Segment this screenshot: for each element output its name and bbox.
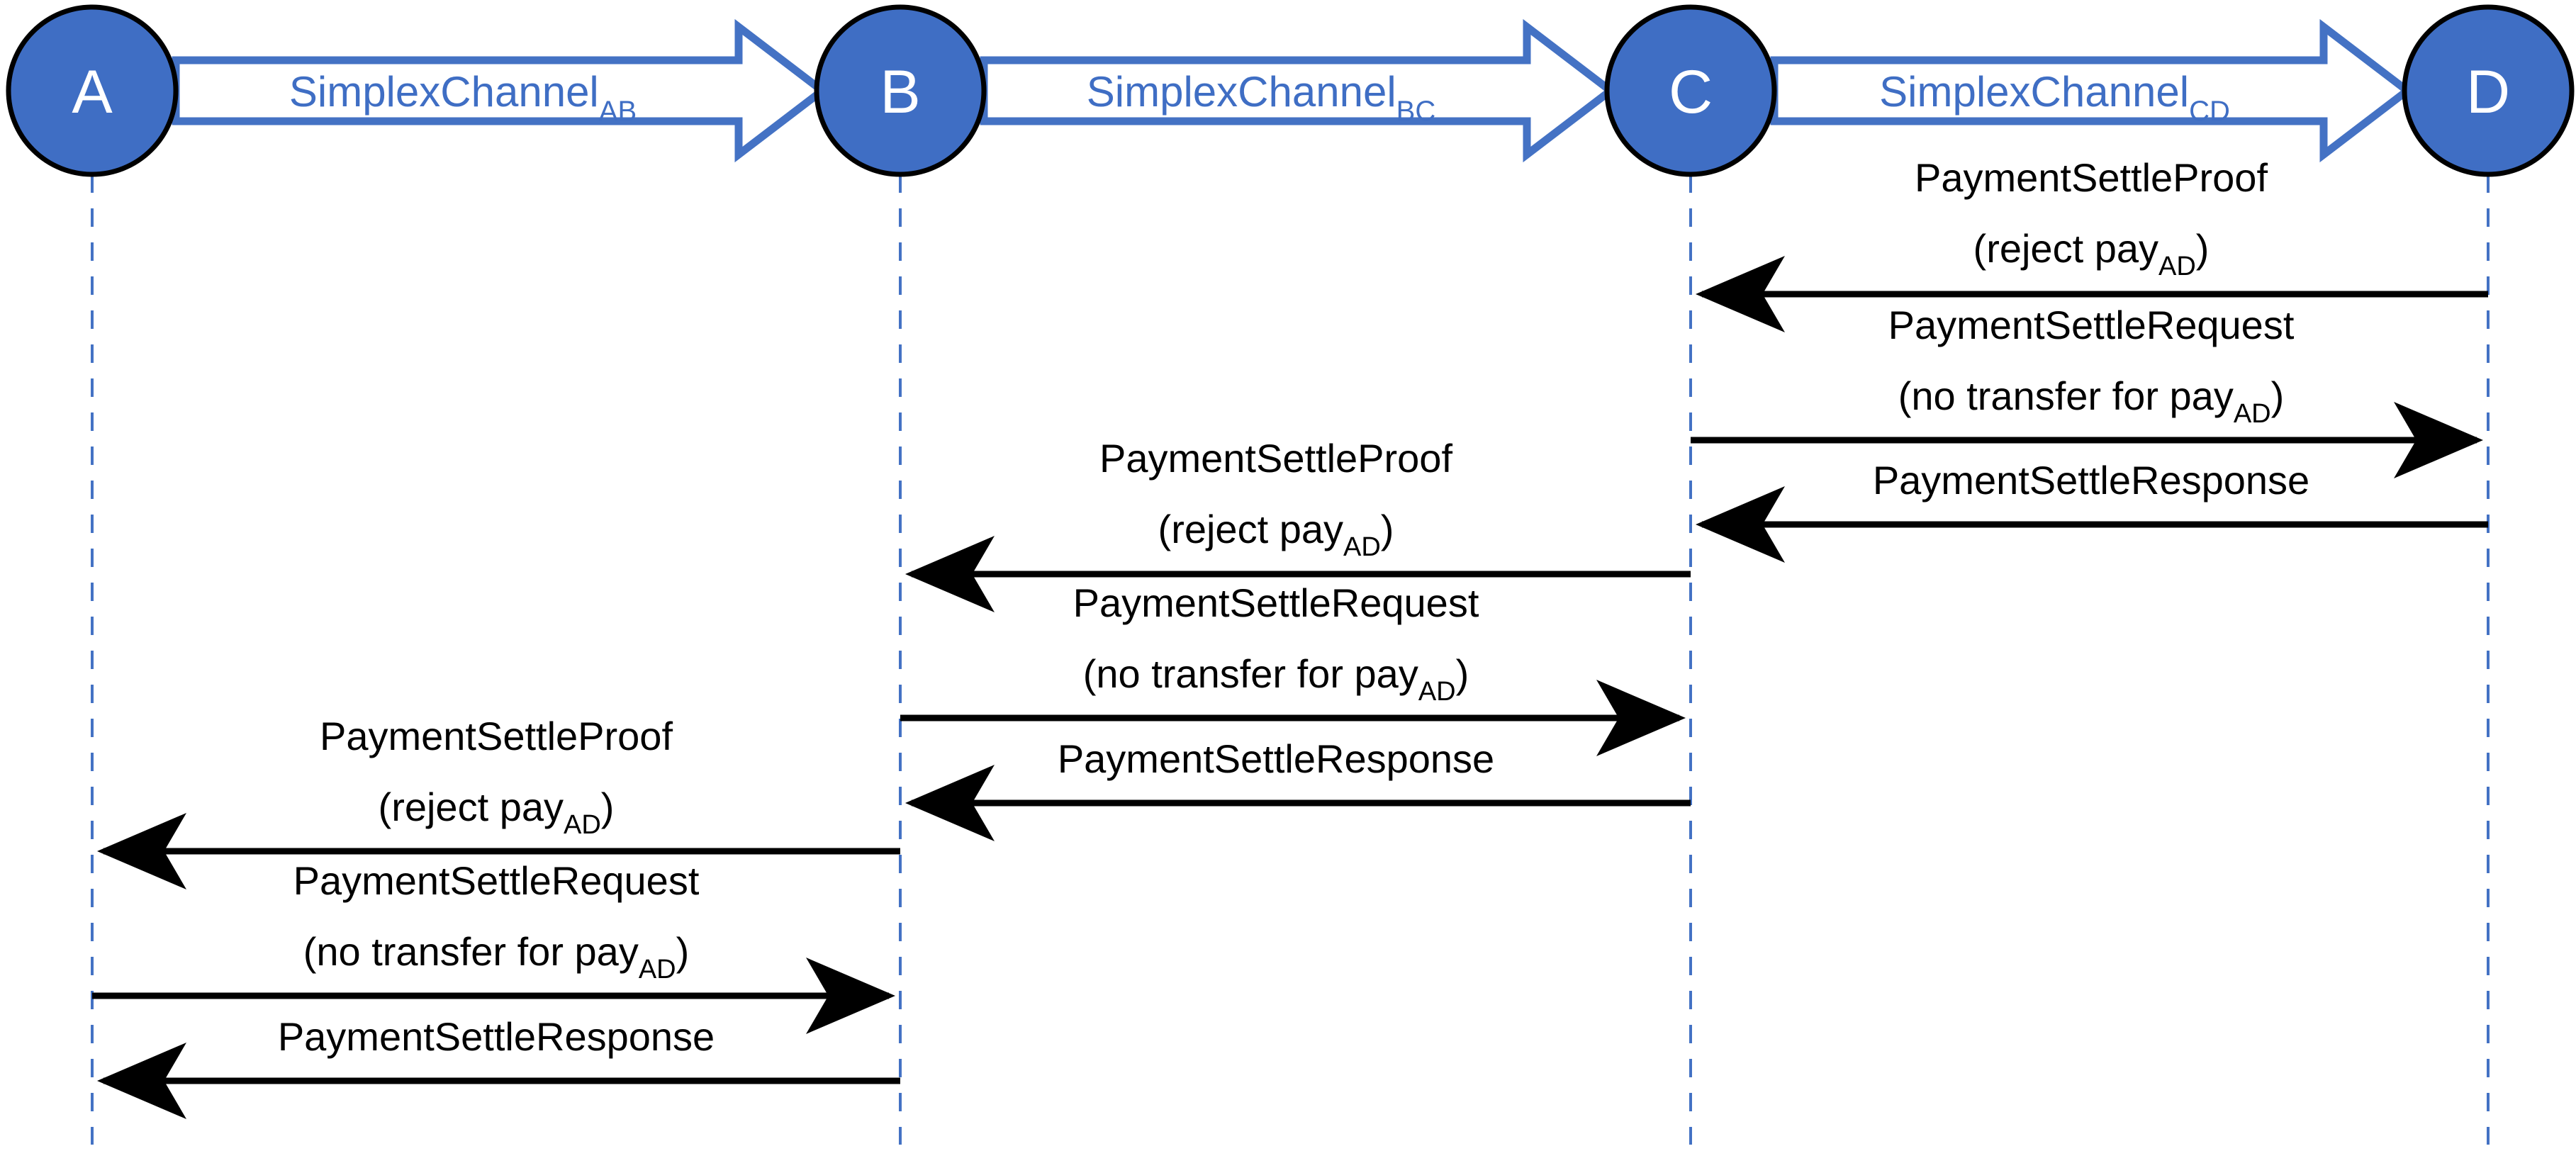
node-a[interactable]: A [6,4,179,177]
channel-arrow-ch-bc: SimplexChannelBC [980,18,1618,163]
node-label: B [880,58,920,126]
message-label-suffix: ) [676,929,690,974]
message-label-suffix: ) [1456,651,1469,696]
message-m3: PaymentSettleResponse [1696,458,2488,563]
node-c[interactable]: C [1604,4,1777,177]
message-label-line: PaymentSettleResponse [1873,458,2309,502]
message-label-subscript: AD [2158,252,2196,281]
channel-arrow-ch-ab: SimplexChannelAB [172,18,829,163]
channel-label-subscript: CD [2189,96,2230,127]
message-label-line: (no transfer for payAD) [1898,374,2285,429]
message-label-line: (reject payAD) [1973,226,2210,281]
node-label: A [72,58,113,126]
message-m9: PaymentSettleResponse [97,1014,900,1119]
message-m4: PaymentSettleProof (reject payAD) [905,436,1691,612]
message-label-subscript: AD [1343,532,1381,562]
message-m7: PaymentSettleProof (reject payAD) [97,714,900,889]
message-label-line: PaymentSettleRequest [1073,580,1479,625]
message-label-subscript: AD [639,955,676,984]
message-label-subscript: AD [1418,677,1456,707]
node-d[interactable]: D [2402,4,2575,177]
message-m8: PaymentSettleRequest (no transfer for pay… [92,858,895,1034]
message-label-subscript: AD [564,810,601,840]
message-label-suffix: ) [2271,374,2285,418]
channel-arrow-shape [172,18,829,163]
node-circle[interactable] [2402,4,2575,177]
channel-label-subscript: AB [599,96,637,127]
node-b[interactable]: B [814,4,987,177]
message-label-line: PaymentSettleProof [1099,436,1452,481]
message-m6: PaymentSettleResponse [905,736,1691,841]
channel-arrow-shape [980,18,1618,163]
message-m1: PaymentSettleProof (reject payAD) [1696,155,2488,332]
messages-group: PaymentSettleProof(reject payAD)PaymentS… [92,155,2488,1119]
channels-group: SimplexChannelAB SimplexChannelBC SimplexC… [172,18,2414,163]
message-label-line: PaymentSettleProof [1915,155,2268,200]
message-label-line: PaymentSettleResponse [278,1014,715,1059]
message-m5: PaymentSettleRequest (no transfer for pay… [900,580,1686,756]
message-label-suffix: ) [601,785,615,829]
node-circle[interactable] [6,4,179,177]
channel-arrow-ch-cd: SimplexChannelCD [1770,18,2414,163]
message-label-line: (no transfer for payAD) [303,929,690,984]
message-m2: PaymentSettleRequest (no transfer for pay… [1691,303,2483,478]
message-label-suffix: ) [1381,507,1394,551]
message-label-suffix: ) [2196,226,2210,271]
message-label-line: (reject payAD) [1158,507,1394,562]
message-label-line: (reject payAD) [379,785,615,840]
message-label-line: PaymentSettleRequest [1888,303,2295,347]
node-circle[interactable] [1604,4,1777,177]
node-label: C [1669,58,1713,126]
lifelines-group [91,174,2490,1145]
node-label: D [2466,58,2510,126]
message-label-line: PaymentSettleProof [320,714,673,758]
message-label-line: PaymentSettleRequest [293,858,700,903]
node-circle[interactable] [814,4,987,177]
message-label-line: PaymentSettleResponse [1058,736,1494,781]
channel-label-subscript: BC [1396,96,1436,127]
message-label-line: (no transfer for payAD) [1083,651,1469,707]
channel-arrow-shape [1770,18,2414,163]
message-label-subscript: AD [2234,399,2271,429]
